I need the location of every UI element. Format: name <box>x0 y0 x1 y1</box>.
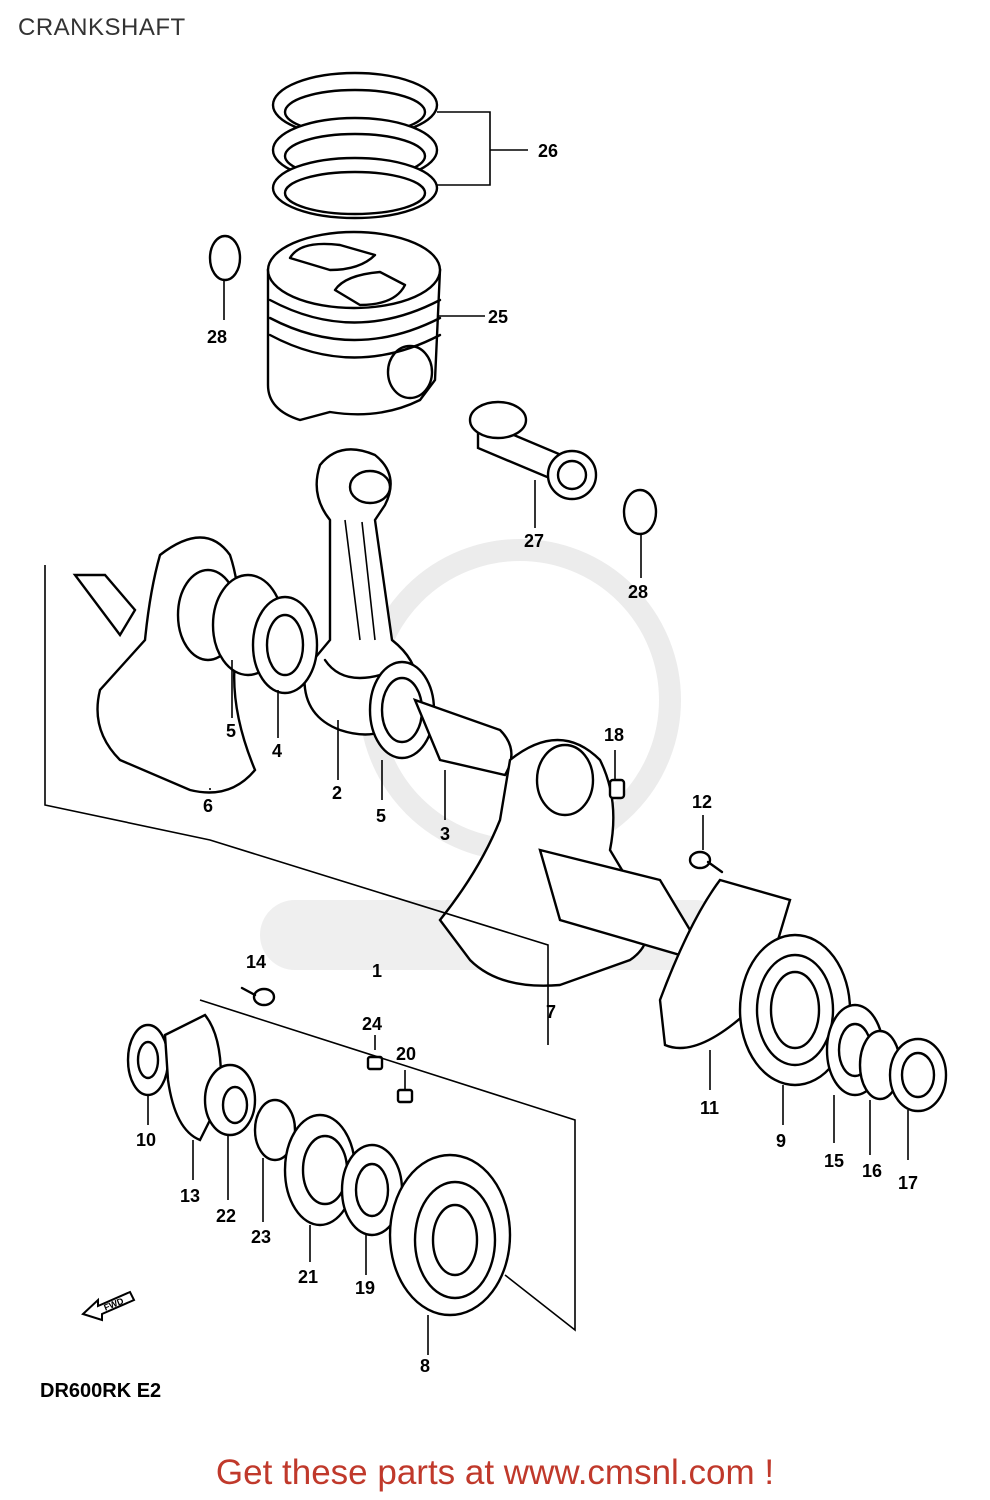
callout-24: 24 <box>362 1014 382 1034</box>
circlip-right <box>622 488 658 536</box>
key-20 <box>396 1088 414 1104</box>
right-crank-web <box>438 738 692 987</box>
callout-1: 1 <box>372 961 382 981</box>
callout-4: 4 <box>272 741 282 761</box>
callout-19: 19 <box>355 1278 375 1298</box>
diagram-title: CRANKSHAFT <box>18 14 186 41</box>
callout-8: 8 <box>420 1356 430 1376</box>
main-bearing-8 <box>388 1153 512 1317</box>
callout-5-right: 5 <box>376 806 386 826</box>
callout-20: 20 <box>396 1044 416 1064</box>
assembly-bracket-upper <box>44 565 549 1045</box>
callout-16: 16 <box>862 1161 882 1181</box>
left-crank-web <box>72 536 257 794</box>
crank-pin <box>412 697 513 777</box>
assembly-bracket-lower <box>199 999 576 1332</box>
callout-21: 21 <box>298 1267 318 1287</box>
callout-23: 23 <box>251 1227 271 1247</box>
callout-27: 27 <box>524 531 544 551</box>
gear-19 <box>340 1143 404 1237</box>
callout-15: 15 <box>824 1151 844 1171</box>
callout-22: 22 <box>216 1206 236 1226</box>
leader-lines <box>147 111 909 1355</box>
oil-seal-10 <box>126 1023 170 1097</box>
piston-rings <box>271 71 439 220</box>
callout-10: 10 <box>136 1130 156 1150</box>
callout-25: 25 <box>488 307 508 327</box>
main-bearing-right <box>738 933 852 1087</box>
callout-7: 7 <box>546 1002 556 1022</box>
callout-14: 14 <box>246 952 266 972</box>
footer-link[interactable]: Get these parts at www.cmsnl.com ! <box>215 1453 775 1492</box>
crankpin-bearing <box>211 573 436 760</box>
model-code: DR600RK E2 <box>40 1380 162 1402</box>
woodruff-key <box>608 778 626 800</box>
callout-28-right: 28 <box>628 582 648 602</box>
callout-3: 3 <box>440 824 450 844</box>
screw-14 <box>240 986 276 1007</box>
callout-2: 2 <box>332 783 342 803</box>
callout-26: 26 <box>538 141 558 161</box>
piston-pin <box>468 400 598 501</box>
callout-5-left: 5 <box>226 721 236 741</box>
key-24 <box>366 1055 384 1071</box>
callout-6: 6 <box>203 796 213 816</box>
fwd-arrow-icon: FWD <box>81 1290 136 1322</box>
nut-22 <box>203 1063 257 1137</box>
callout-12: 12 <box>692 792 712 812</box>
callout-11: 11 <box>700 1098 719 1118</box>
piston <box>266 230 442 422</box>
callout-13: 13 <box>180 1186 200 1206</box>
oil-seal-plate <box>658 878 792 1050</box>
fwd-label: FWD <box>102 1296 125 1313</box>
nut-17 <box>888 1037 948 1113</box>
callout-9: 9 <box>776 1131 786 1151</box>
circlip-left <box>208 234 242 282</box>
callout-17: 17 <box>898 1173 918 1193</box>
bolt-12 <box>688 850 724 874</box>
callout-28-left: 28 <box>207 327 227 347</box>
callout-18: 18 <box>604 725 624 745</box>
